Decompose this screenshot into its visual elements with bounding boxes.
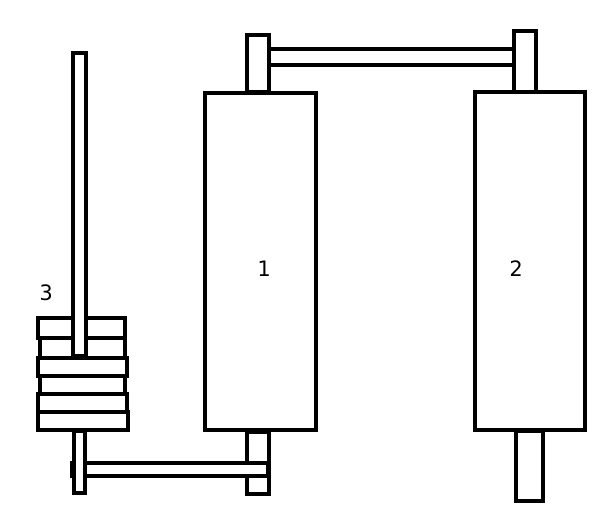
stack-3-group: [36, 51, 130, 495]
stack-3-plate: [36, 392, 129, 414]
roller-2-label: 2: [509, 257, 522, 281]
stack-3-plate: [38, 374, 127, 396]
roller-2-group: [473, 29, 587, 503]
stack-3-label: 3: [39, 281, 52, 305]
roller-2-body: [473, 90, 587, 432]
stack-3-plate: [36, 356, 129, 378]
stack-3-plate: [36, 410, 130, 432]
stack-3-lower-shaft: [72, 429, 87, 495]
roller-1-label: 1: [257, 257, 270, 281]
bottom-rod: [70, 461, 270, 478]
roller-1-body: [203, 91, 318, 432]
roller-2-bottom-shaft: [514, 429, 545, 503]
roller-2-top-shaft: [512, 29, 538, 94]
roller-1-top-shaft: [245, 33, 271, 94]
top-rod: [264, 47, 520, 67]
stack-3-vertical-rod: [71, 51, 88, 358]
